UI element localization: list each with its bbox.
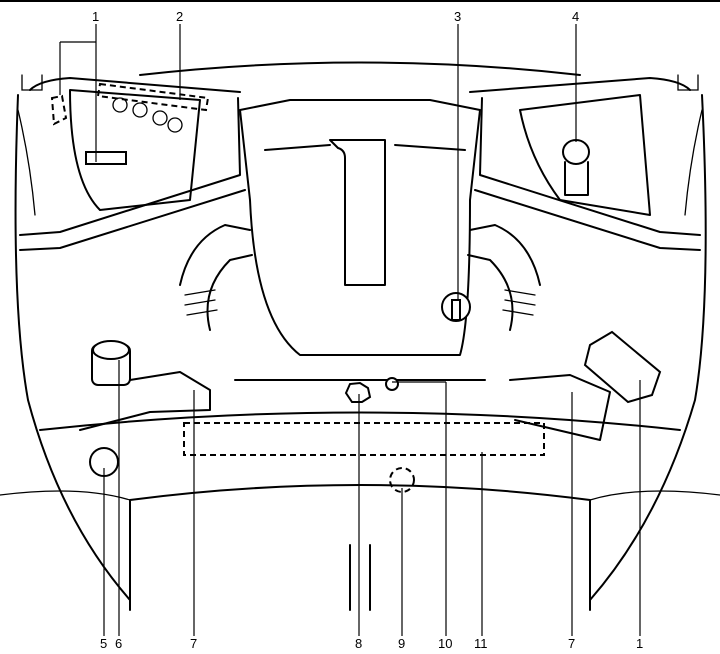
dashed-area-1 bbox=[50, 94, 68, 126]
right-reservoir bbox=[519, 94, 651, 216]
leader-lines bbox=[59, 24, 641, 636]
callout-label: 1 bbox=[92, 9, 99, 24]
dashed-area-2 bbox=[96, 82, 210, 112]
body-outline bbox=[14, 61, 707, 601]
dashed-area-11 bbox=[183, 422, 545, 456]
callout-labels: 1 2 3 4 5 6 7 8 9 10 11 7 1 bbox=[92, 9, 643, 651]
cap-8 bbox=[344, 381, 372, 403]
callout-label: 11 bbox=[474, 636, 488, 651]
callout-label: 3 bbox=[454, 9, 461, 24]
radiator-support bbox=[0, 379, 720, 611]
callout-label: 2 bbox=[176, 9, 183, 24]
callout-label: 4 bbox=[572, 9, 579, 24]
callout-label: 6 bbox=[115, 636, 122, 651]
callout-label: 7 bbox=[190, 636, 197, 651]
engine-cover bbox=[239, 99, 481, 356]
dashed-circle-9 bbox=[389, 467, 415, 493]
callout-label: 9 bbox=[398, 636, 405, 651]
callout-label: 8 bbox=[355, 636, 362, 651]
callout-label: 5 bbox=[100, 636, 107, 651]
cap-10 bbox=[385, 377, 399, 391]
battery-area bbox=[69, 89, 201, 211]
intake-ducts bbox=[179, 224, 541, 331]
fuse-box bbox=[509, 330, 662, 441]
callout-label: 10 bbox=[438, 636, 452, 651]
callout-label: 7 bbox=[568, 636, 575, 651]
callout-label: 1 bbox=[636, 636, 643, 651]
